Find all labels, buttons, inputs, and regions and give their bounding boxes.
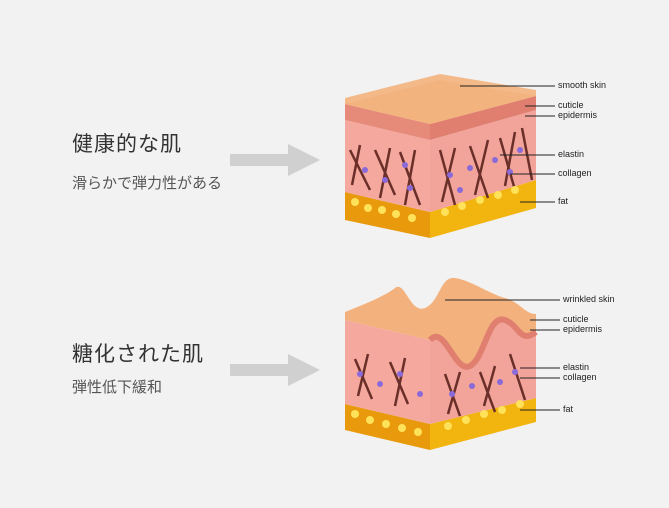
label-epidermis: epidermis (563, 324, 603, 334)
label-smooth-skin: smooth skin (558, 80, 607, 90)
label-elastin: elastin (563, 362, 590, 372)
label-epidermis: epidermis (558, 110, 598, 120)
label-collagen: collagen (563, 372, 597, 382)
glycated-skin-diagram (345, 277, 560, 450)
healthy-subtitle: 滑らかで弾力性がある (72, 174, 223, 192)
label-cuticle: cuticle (558, 100, 584, 110)
arrow-right-icon (230, 354, 320, 386)
healthy-skin-panel: 健康的な肌 滑らかで弾力性がある (72, 74, 607, 238)
glycated-subtitle: 弾性低下緩和 (72, 378, 163, 396)
label-wrinkled-skin: wrinkled skin (563, 294, 615, 304)
label-elastin: elastin (558, 149, 585, 159)
label-fat: fat (563, 404, 574, 414)
label-fat: fat (558, 196, 569, 206)
healthy-skin-diagram (345, 74, 555, 238)
glycated-title: 糖化された肌 (72, 342, 204, 366)
glycated-skin-panel: 糖化された肌 弾性低下緩和 (0, 254, 669, 508)
arrow-right-icon (230, 144, 320, 176)
healthy-title: 健康的な肌 (72, 132, 182, 156)
label-cuticle: cuticle (563, 314, 589, 324)
label-collagen: collagen (558, 168, 592, 178)
